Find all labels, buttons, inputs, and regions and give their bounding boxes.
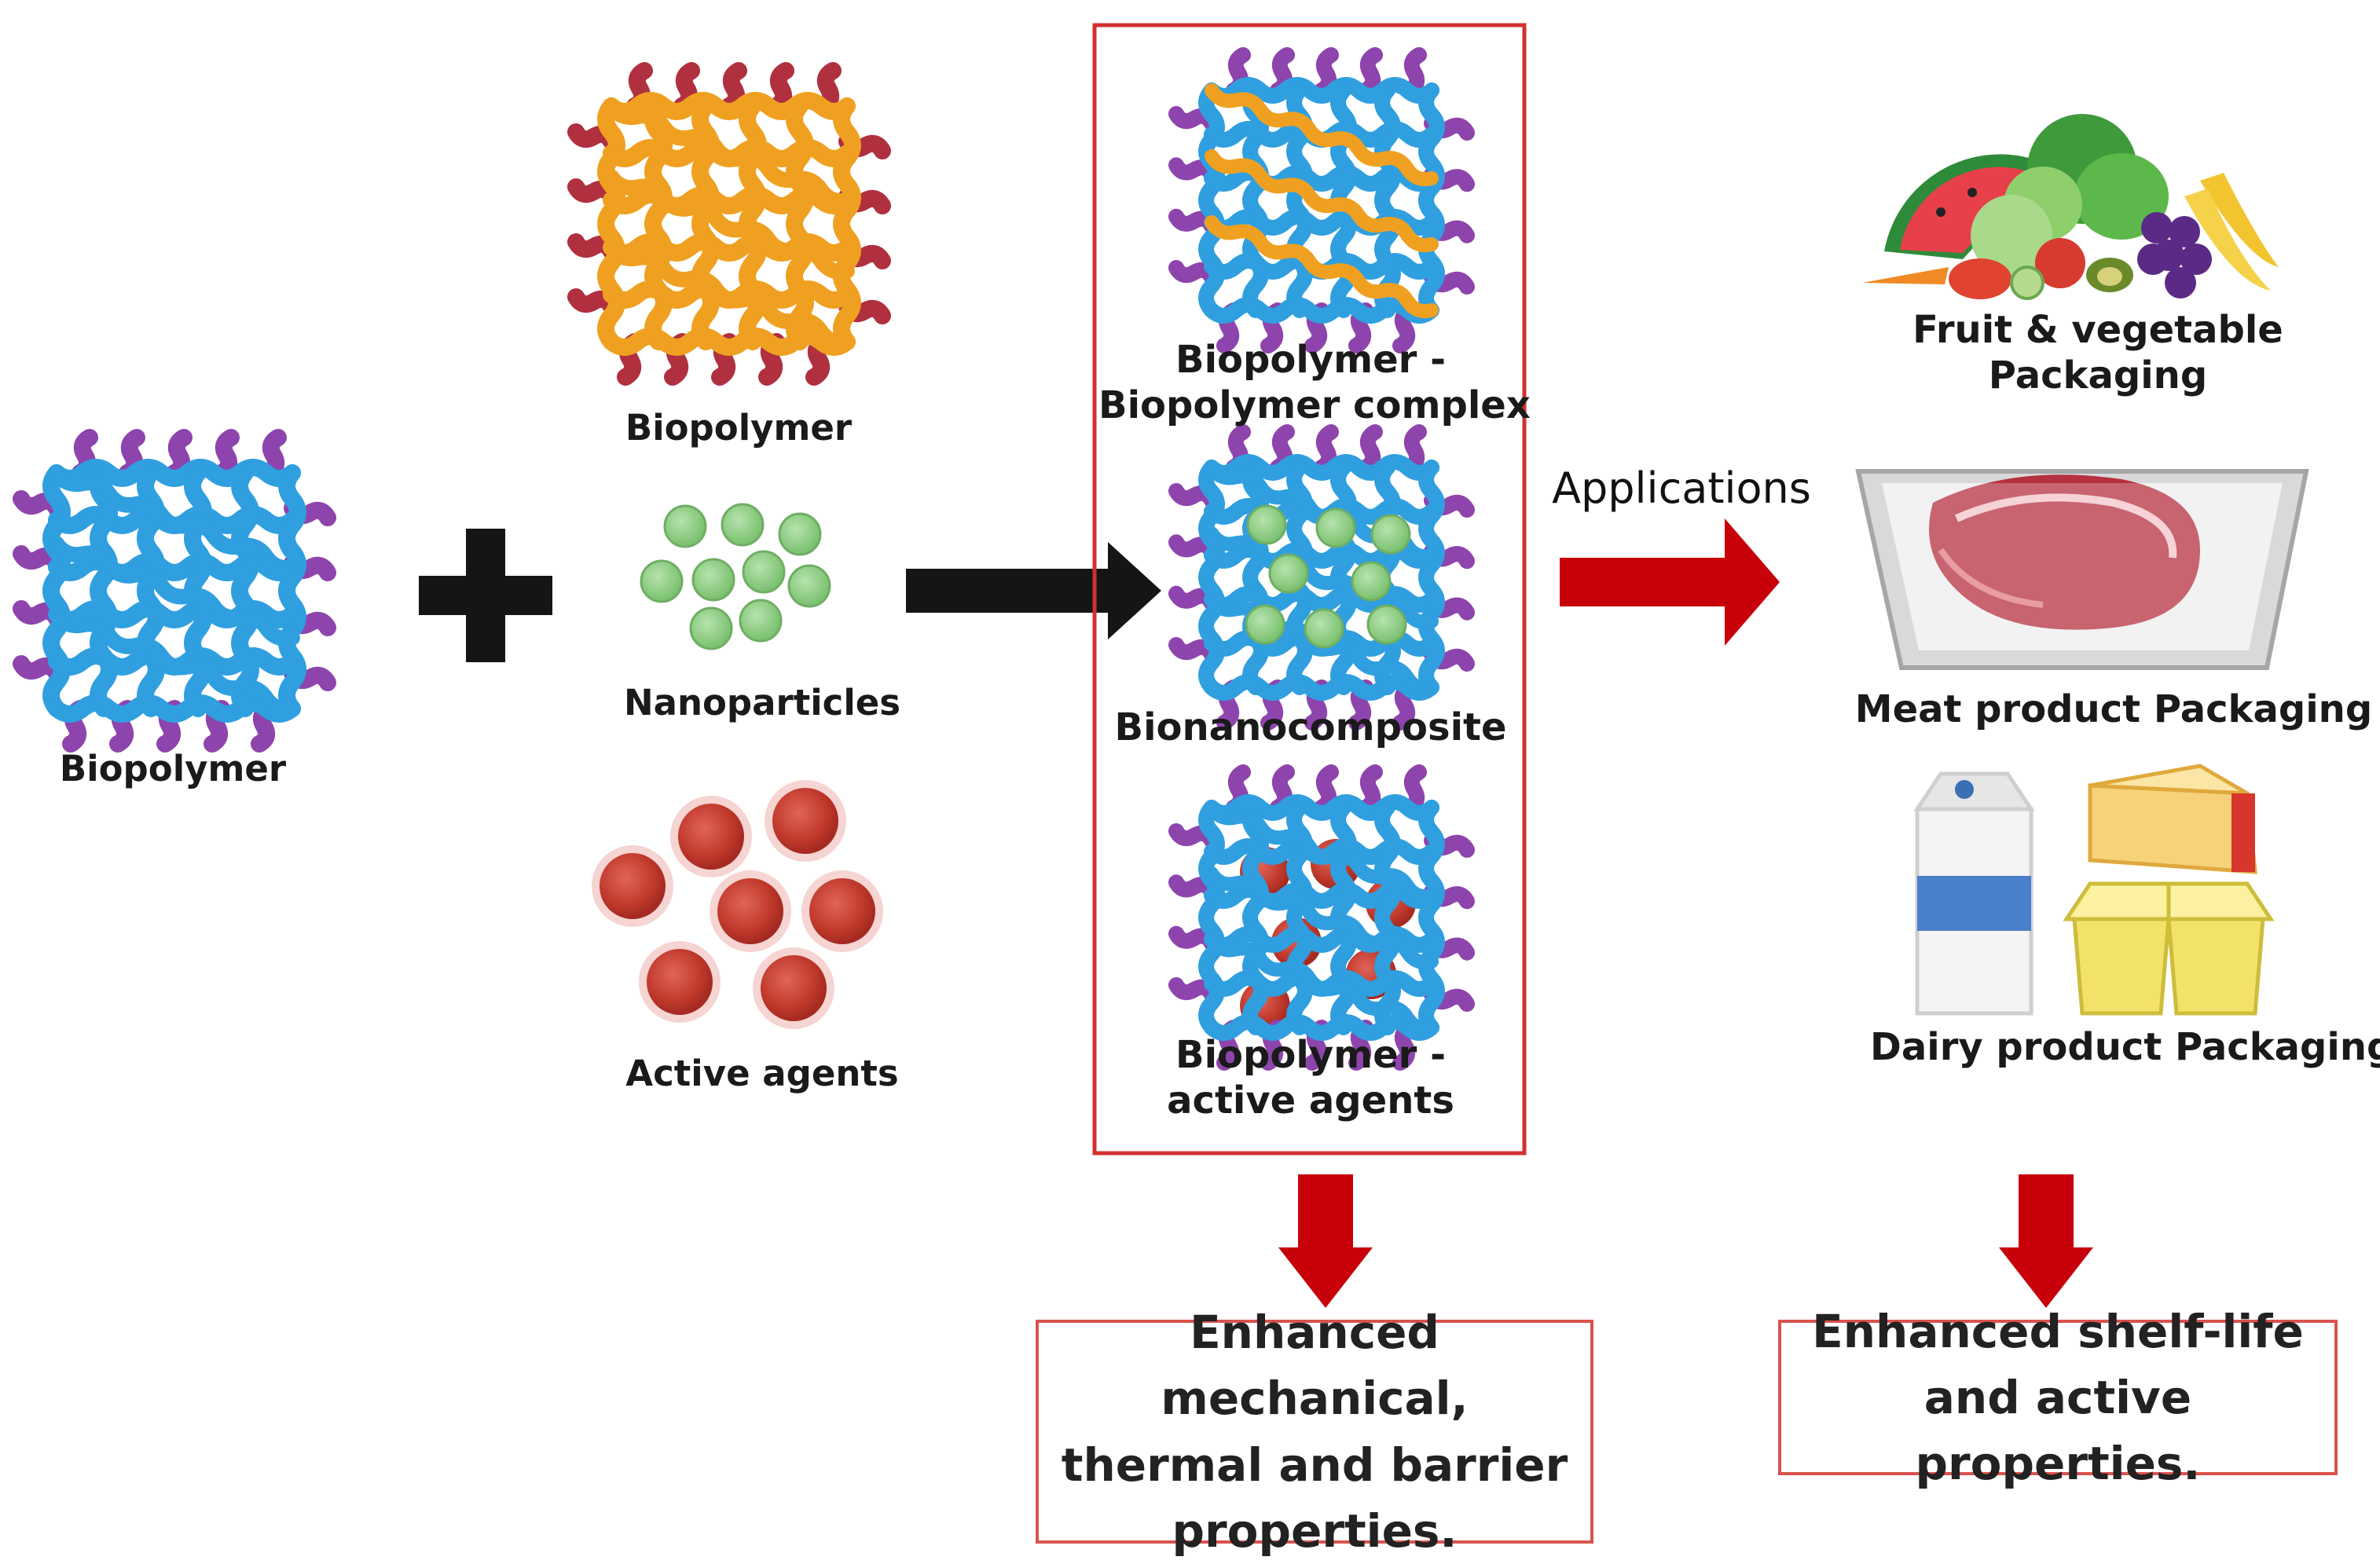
orange-polymer-network-icon: [567, 62, 891, 386]
base-biopolymer-label: Biopolymer: [59, 748, 287, 789]
fruit-vegetable-label-line1: Fruit & vegetable: [1912, 308, 2283, 352]
green-nanoparticles-icon: [640, 503, 831, 650]
composite-1-label-line2: Biopolymer complex: [1098, 383, 1531, 427]
fruit-vegetable-label-line2: Packaging: [1988, 353, 2208, 397]
applications-label: Applications: [1552, 463, 1811, 513]
application-result-arrow-icon: [1999, 1174, 2093, 1308]
meat-tray-icon: [1855, 469, 2309, 670]
nanoparticles-label: Nanoparticles: [623, 682, 901, 723]
process-arrow-icon: [906, 542, 1161, 639]
blue-polymer-network-icon: [13, 429, 336, 753]
dairy-packaging-label: Dairy product Packaging: [1870, 1025, 2380, 1069]
composite-result-text: Enhanced mechanical, thermal and barrier…: [1061, 1306, 1568, 1558]
red-active-agent-spheres-icon: [592, 780, 883, 1029]
plus-icon: [419, 529, 552, 662]
composite-3-label: Biopolymer - active agents: [1098, 1033, 1523, 1123]
composite-2-label: Bionanocomposite: [1114, 705, 1507, 749]
active-agents-label: Active agents: [625, 1053, 899, 1094]
application-result-box: Enhanced shelf-life and active propertie…: [1778, 1305, 2338, 1490]
composite-3-label-line2: active agents: [1167, 1078, 1454, 1123]
fruit-vegetable-label: Fruit & vegetable Packaging: [1870, 308, 2326, 398]
composite-result-arrow-icon: [1278, 1174, 1373, 1308]
application-result-text: Enhanced shelf-life and active propertie…: [1812, 1304, 2304, 1491]
orange-biopolymer-label: Biopolymer: [625, 407, 853, 449]
biopolymer-complex-icon: [1168, 47, 1475, 353]
composites-frame: [1092, 23, 1527, 1156]
composite-result-box: Enhanced mechanical, thermal and barrier…: [1036, 1306, 1593, 1558]
biopolymer-active-agents-icon: [1168, 764, 1475, 1071]
composite-1-label-line1: Biopolymer -: [1175, 338, 1446, 382]
bionanocomposite-icon: [1168, 424, 1475, 731]
dairy-products-icon: [1913, 764, 2275, 1016]
fruit-vegetable-icon: [1862, 114, 2279, 300]
composite-1-label: Biopolymer - Biopolymer complex: [1098, 338, 1531, 428]
applications-arrow-icon: [1560, 518, 1780, 646]
meat-packaging-label: Meat product Packaging: [1854, 687, 2373, 731]
composite-3-label-line1: Biopolymer -: [1175, 1033, 1446, 1077]
